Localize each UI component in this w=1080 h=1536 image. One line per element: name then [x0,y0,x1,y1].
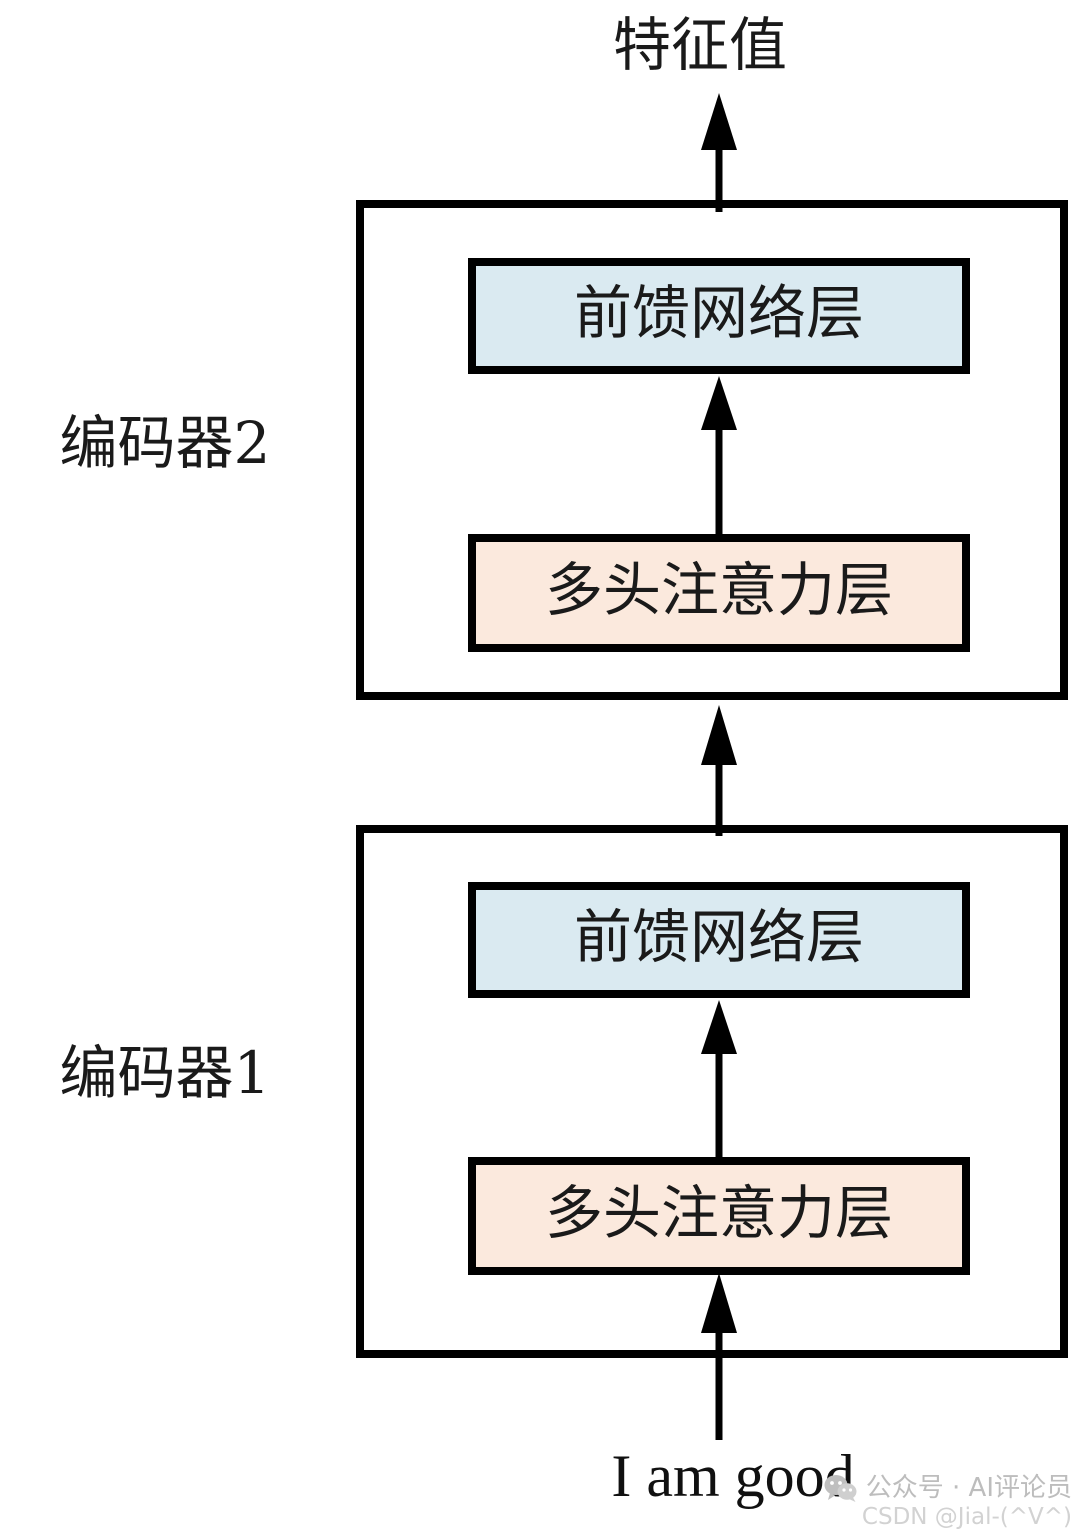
encoder-2-feed-forward-label: 前馈网络层 [574,279,864,347]
encoder-1-attention-label: 多头注意力层 [545,1179,893,1247]
encoder-2-attention-box[interactable] [468,534,970,652]
arrow-encoder2-to-output [701,93,737,212]
encoder-1-feed-forward-layer[interactable]: 前馈网络层 [468,882,970,998]
encoder-2-attention-label: 多头注意力层 [545,556,893,624]
encoder-1-frame [356,825,1068,1358]
encoder-2-attention-layer[interactable]: 多头注意力层 [468,534,970,652]
encoder-1-attention-layer[interactable]: 多头注意力层 [468,1157,970,1275]
encoder-1-feed-forward-box[interactable] [468,882,970,998]
arrow-input-to-encoder1 [701,1273,737,1440]
arrow-encoder2-attn-to-ffn [701,376,737,535]
input-sentence: I am good [611,1443,854,1509]
output-label: 特征值 [613,11,787,79]
encoder-2-feed-forward-layer[interactable]: 前馈网络层 [468,258,970,374]
encoder-1-attention-box[interactable] [468,1157,970,1275]
encoder-2-side-label: 编码器2 [60,409,271,477]
arrow-encoder1-attn-to-ffn [701,1000,737,1158]
arrow-encoder1-to-encoder2 [701,705,737,836]
encoder-2-feed-forward-box[interactable] [468,258,970,374]
encoder-1-side-label: 编码器1 [60,1039,271,1107]
encoder-1-feed-forward-label: 前馈网络层 [574,903,864,971]
encoder-2-frame [356,200,1068,700]
